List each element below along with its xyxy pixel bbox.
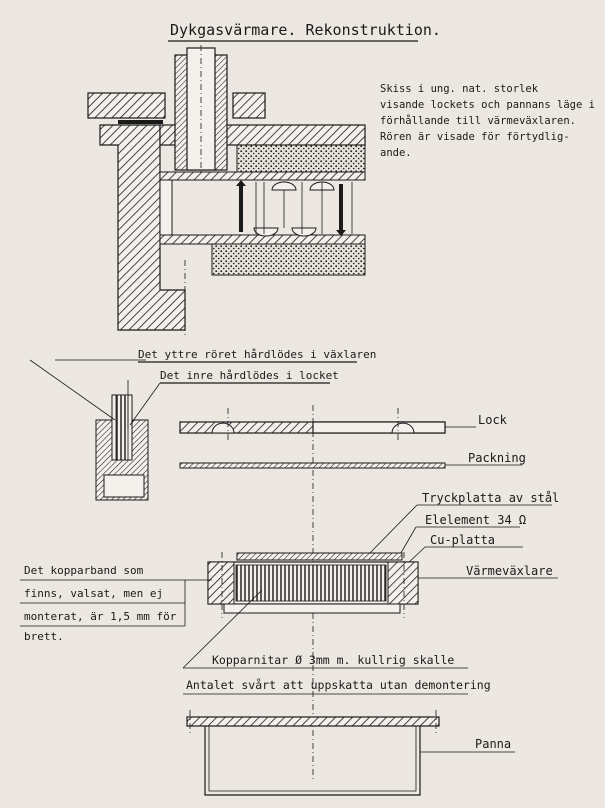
- lock-label: Lock: [478, 413, 508, 427]
- copper-note-line: Det kopparband som: [24, 564, 144, 577]
- gasket-part: [179, 462, 446, 469]
- packning-label: Packning: [468, 451, 526, 465]
- pot-part: [186, 710, 440, 796]
- fins: [255, 182, 353, 234]
- rivet-leader: [182, 589, 263, 669]
- enlarged-section: [87, 45, 366, 335]
- tryck-leader: [366, 504, 418, 557]
- copper-note-line: monterat, är 1,5 mm för: [24, 610, 177, 623]
- note-line: förhållande till värmeväxlaren.: [380, 114, 576, 127]
- outer-tube-label: Det yttre röret hårdlödes i växlaren: [138, 348, 376, 361]
- lid-block: [87, 92, 166, 119]
- note-line: visande lockets och pannans läge i: [380, 99, 595, 111]
- rivet-row: [236, 180, 346, 236]
- sketch-note: Skiss i ung. nat. storlek visande locket…: [380, 83, 595, 159]
- note-line: Skiss i ung. nat. storlek: [380, 83, 539, 95]
- tube-detail: [29, 359, 149, 501]
- copper-note-line: brett.: [24, 630, 64, 643]
- kopparnitar-label: Kopparnitar Ø 3mm m. kullrig skalle: [212, 653, 454, 667]
- cu-platta-label: Cu-platta: [430, 533, 495, 547]
- upper-plate: [159, 171, 366, 181]
- panna-label: Panna: [475, 737, 511, 751]
- insulation-bottom: [211, 243, 366, 276]
- heat-exchanger-part: [207, 552, 419, 618]
- note-line: ande.: [380, 147, 412, 159]
- inner-leader: [129, 382, 161, 426]
- copper-note-line: finns, valsat, men ej: [24, 587, 163, 600]
- note-line: Rören är visade för förtydlig-: [380, 131, 570, 143]
- inner-wall: [159, 179, 173, 236]
- inner-tube-label: Det inre hårdlödes i locket: [160, 369, 339, 382]
- antalet-label: Antalet svårt att uppskatta utan demonte…: [186, 678, 491, 692]
- insulation-top: [236, 144, 366, 174]
- lower-plate: [159, 234, 366, 245]
- element-label: Elelement 34 Ω: [425, 513, 526, 527]
- varmevaxlare-label: Värmeväxlare: [466, 564, 553, 578]
- tryckplatta-label: Tryckplatta av stål: [422, 491, 559, 505]
- lid-block-right: [232, 92, 266, 119]
- copper-note: Det kopparband som finns, valsat, men ej…: [20, 564, 212, 643]
- lid-part: [179, 408, 446, 440]
- gasket: [118, 120, 163, 124]
- drawing-title: Dykgasvärmare. Rekonstruktion.: [170, 21, 441, 39]
